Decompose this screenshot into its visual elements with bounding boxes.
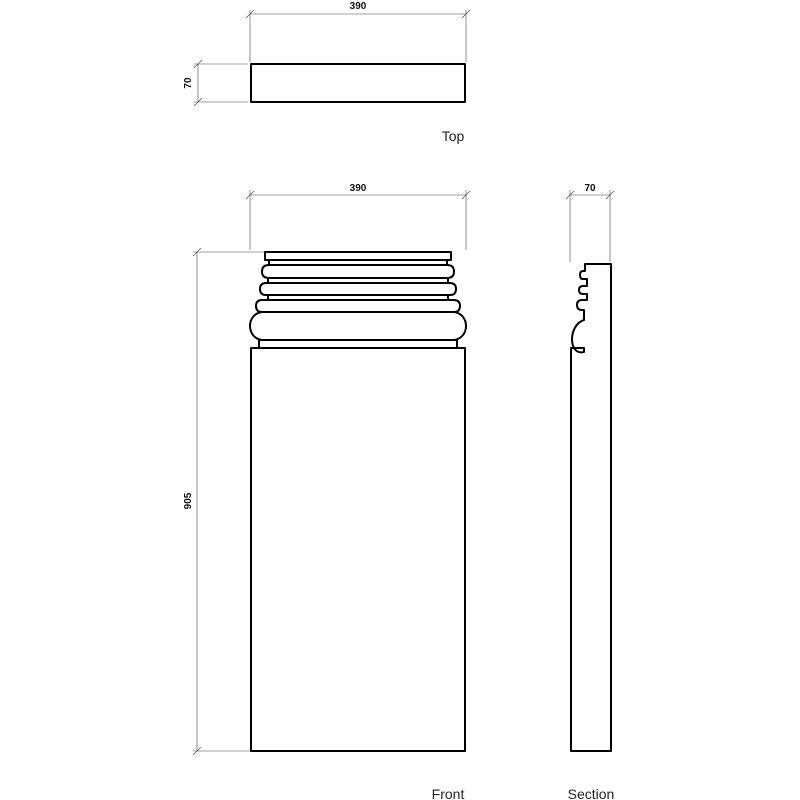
front-width-tick-left	[245, 190, 255, 200]
capital-fillet-band	[259, 282, 457, 296]
front-height-dim-text: 905	[183, 492, 194, 509]
capital-astragal-upper	[261, 264, 455, 279]
top-depth-dim-text: 70	[183, 77, 194, 89]
front-view-label: Front	[432, 786, 465, 800]
capital-base-fillet	[258, 339, 458, 349]
front-view: 390 905 Front	[183, 183, 471, 800]
section-depth-tick-left	[565, 190, 575, 200]
front-width-dim-text: 390	[350, 183, 367, 194]
top-width-tick-right	[461, 9, 471, 19]
capital-torus	[249, 311, 467, 341]
section-view: 70 Section	[565, 183, 615, 800]
pilaster-shaft	[250, 347, 466, 752]
capital-top-fillet	[264, 251, 452, 261]
front-height-tick-bottom	[192, 746, 202, 756]
section-depth-tick-right	[605, 190, 615, 200]
section-view-label: Section	[568, 786, 615, 800]
front-width-tick-right	[461, 190, 471, 200]
top-view: 390 70 Top	[183, 1, 471, 144]
top-depth-tick-bottom	[193, 97, 203, 107]
section-depth-dim-text: 70	[584, 183, 596, 194]
top-depth-tick-top	[193, 59, 203, 69]
top-width-tick-left	[245, 9, 255, 19]
capital-astragal-lower	[255, 299, 461, 313]
top-view-label: Top	[442, 128, 465, 144]
top-plan-outline	[250, 63, 466, 103]
front-height-tick-top	[192, 247, 202, 257]
section-profile	[570, 263, 612, 752]
top-width-dim-text: 390	[350, 1, 367, 12]
